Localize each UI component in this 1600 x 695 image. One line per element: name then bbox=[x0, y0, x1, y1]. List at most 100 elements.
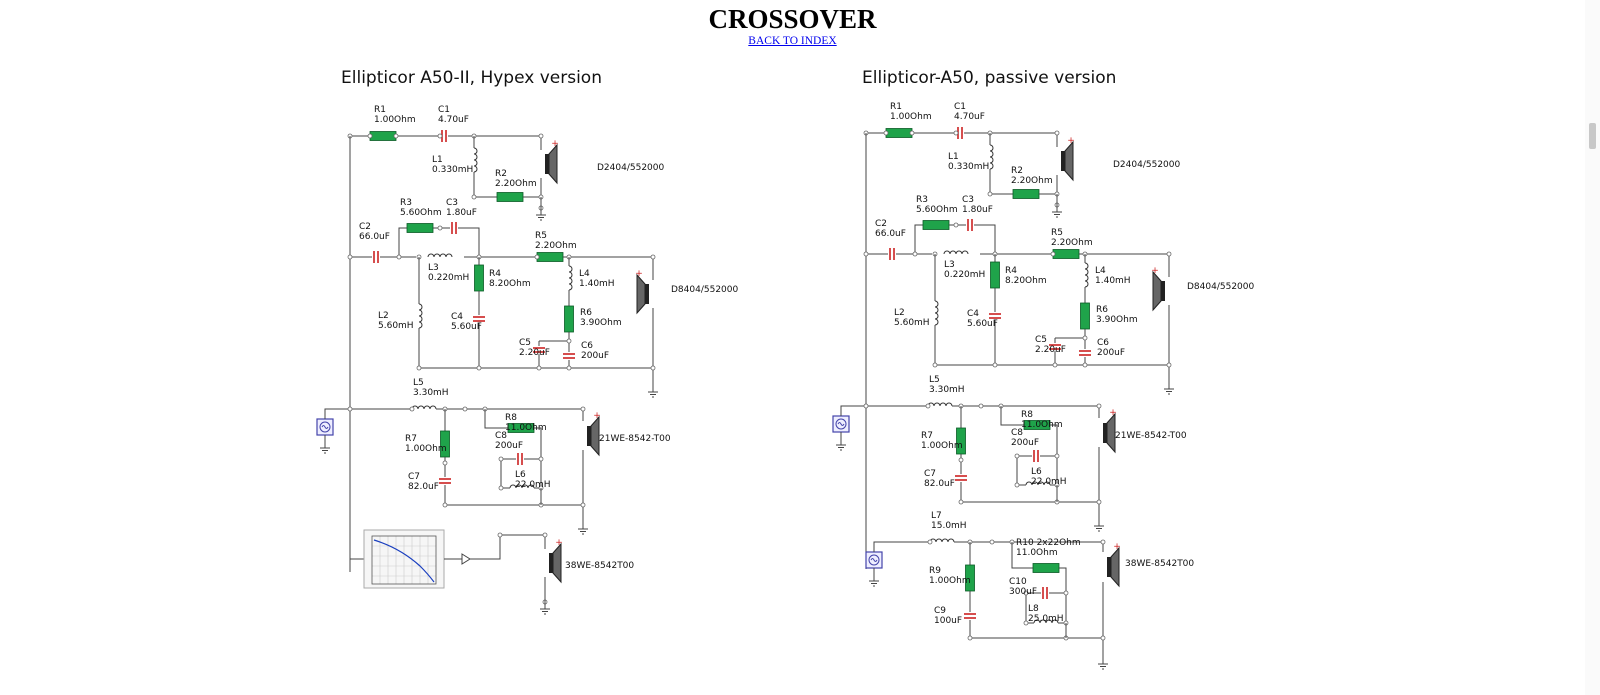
r6-designator: R6 bbox=[1096, 305, 1108, 315]
l2-designator: L2 bbox=[378, 311, 389, 321]
speaker-polarity: + bbox=[1151, 266, 1159, 276]
woofer1-model: 21WE-8542-T00 bbox=[599, 434, 671, 444]
speaker-cone bbox=[636, 273, 646, 315]
c8-value: 200uF bbox=[1011, 438, 1039, 448]
r6-designator: R6 bbox=[580, 308, 592, 318]
l8-value: 25.0mH bbox=[1028, 614, 1064, 624]
node bbox=[927, 539, 933, 545]
node bbox=[1166, 362, 1172, 368]
speaker-polarity: + bbox=[1113, 542, 1121, 552]
c1-value: 4.70uF bbox=[438, 115, 469, 125]
r4-value: 8.20Ohm bbox=[489, 279, 531, 289]
node bbox=[1096, 403, 1102, 409]
wire bbox=[1059, 567, 1067, 593]
speaker-polarity: + bbox=[635, 269, 643, 279]
speaker-polarity: + bbox=[551, 139, 559, 149]
c2-value: 66.0uF bbox=[875, 229, 906, 239]
c7-designator: C7 bbox=[408, 472, 420, 482]
back-to-index-link[interactable]: BACK TO INDEX bbox=[748, 35, 837, 47]
inductor bbox=[934, 300, 939, 326]
inductor bbox=[1025, 481, 1051, 486]
wire bbox=[873, 541, 930, 552]
l5-designator: L5 bbox=[413, 378, 424, 388]
node bbox=[416, 365, 422, 371]
midrange-model: D8404/552000 bbox=[1187, 282, 1254, 292]
r2-designator: R2 bbox=[1011, 166, 1023, 176]
r7-designator: R7 bbox=[405, 434, 417, 444]
r7-value: 1.00Ohm bbox=[921, 441, 963, 451]
inductor bbox=[473, 147, 478, 173]
wire bbox=[1050, 424, 1058, 456]
vertical-scrollbar[interactable] bbox=[1585, 0, 1600, 695]
node bbox=[1054, 453, 1060, 459]
speaker-magnet bbox=[587, 426, 591, 446]
wire bbox=[473, 172, 497, 198]
node bbox=[958, 499, 964, 505]
scrollbar-thumb[interactable] bbox=[1589, 123, 1596, 149]
r8-designator: R8 bbox=[1021, 410, 1033, 420]
r8-value: 11.0Ohm bbox=[1021, 420, 1063, 430]
r1-designator: R1 bbox=[374, 105, 386, 115]
node bbox=[498, 456, 504, 462]
node bbox=[538, 456, 544, 462]
node bbox=[476, 365, 482, 371]
c9-value: 100uF bbox=[934, 616, 962, 626]
c8-value: 200uF bbox=[495, 441, 523, 451]
c4-designator: C4 bbox=[967, 309, 979, 319]
wire bbox=[961, 447, 1100, 503]
node bbox=[1100, 539, 1106, 545]
node bbox=[1082, 362, 1088, 368]
node bbox=[1054, 130, 1060, 136]
node bbox=[987, 191, 993, 197]
woofer2-model: 38WE-8542T00 bbox=[1125, 559, 1194, 569]
node bbox=[1052, 362, 1058, 368]
c10-value: 300uF bbox=[1009, 587, 1037, 597]
tweeter-model: D2404/552000 bbox=[1113, 160, 1180, 170]
c8-designator: C8 bbox=[1011, 428, 1023, 438]
node bbox=[992, 362, 998, 368]
node bbox=[1166, 251, 1172, 257]
l1-designator: L1 bbox=[948, 152, 959, 162]
node bbox=[347, 406, 353, 412]
r9-designator: R9 bbox=[929, 566, 941, 576]
c2-designator: C2 bbox=[875, 219, 887, 229]
node bbox=[1100, 635, 1106, 641]
c4-value: 5.60uF bbox=[451, 322, 482, 332]
node bbox=[989, 539, 995, 545]
node bbox=[1050, 251, 1056, 257]
r1-value: 1.00Ohm bbox=[374, 115, 416, 125]
node bbox=[542, 532, 548, 538]
node bbox=[967, 635, 973, 641]
l6-designator: L6 bbox=[1031, 467, 1042, 477]
c1-designator: C1 bbox=[438, 105, 450, 115]
node bbox=[396, 254, 402, 260]
wire bbox=[840, 405, 928, 416]
node bbox=[566, 365, 572, 371]
wire bbox=[964, 132, 1058, 147]
node bbox=[497, 532, 503, 538]
c5-designator: C5 bbox=[519, 338, 531, 348]
r8-designator: R8 bbox=[505, 413, 517, 423]
wire bbox=[458, 227, 480, 257]
c6-value: 200uF bbox=[581, 351, 609, 361]
speaker-magnet bbox=[545, 154, 549, 174]
c4-designator: C4 bbox=[451, 312, 463, 322]
node bbox=[437, 225, 443, 231]
r3-value: 5.60Ohm bbox=[916, 205, 958, 215]
speaker-cone bbox=[1064, 140, 1074, 182]
inductor bbox=[418, 303, 423, 329]
speaker-magnet bbox=[1061, 151, 1065, 171]
inductor bbox=[1084, 262, 1089, 288]
node bbox=[367, 133, 373, 139]
l1-value: 0.330mH bbox=[948, 162, 989, 172]
speaker-cone bbox=[552, 542, 562, 584]
r6-value: 3.90Ohm bbox=[580, 318, 622, 328]
resistor bbox=[1080, 302, 1090, 330]
wire bbox=[470, 534, 546, 560]
c1-designator: C1 bbox=[954, 102, 966, 112]
node bbox=[471, 194, 477, 200]
node bbox=[462, 406, 468, 412]
inductor bbox=[1033, 619, 1059, 624]
